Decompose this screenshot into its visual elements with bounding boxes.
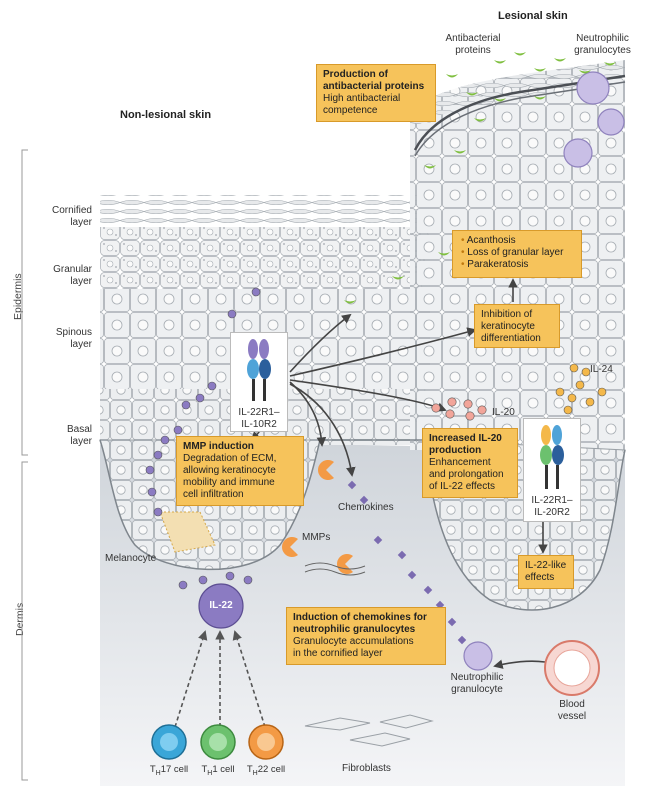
mmp-box-title: MMP induction [183,441,254,452]
antibacterial-box-body: High antibacterial competence [323,93,401,116]
th22-cell-label: TH22 cell [236,764,296,777]
neutrophilic-granulocytes-top-label: Neutrophilic granulocytes [574,33,631,56]
th17-sub: H [155,769,161,777]
th17-t: T [149,764,156,775]
acanthosis-list: Acanthosis Loss of granular layer Parake… [459,235,575,271]
th1-cell-label: TH1 cell [188,764,248,777]
loss-granular-item: Loss of granular layer [461,247,575,259]
neutrophilic-granulocyte-label: Neutrophilic granulocyte [450,672,504,695]
receptor-icon [247,339,271,401]
il20-box-body: Enhancement and prolongation of IL-22 ef… [429,457,504,492]
th1-rest: 1 cell [212,764,235,775]
mmp-box: MMP induction Degradation of ECM, allowi… [176,436,304,506]
il22-label: IL-22 [209,600,233,611]
receptor-1-label: IL-22R1– IL-10R2 [238,407,280,430]
mmp-box-body: Degradation of ECM, allowing keratinocyt… [183,453,277,500]
th1-sub: H [207,769,213,777]
th22-sub: H [252,769,258,777]
th17-rest: 17 cell [160,764,189,775]
antibacterial-box: Production of antibacterial proteins Hig… [316,64,436,122]
il24-label: IL-24 [590,364,613,375]
chemokines-box-body: Granulocyte accumulations in the cornifi… [293,636,414,659]
chemokines-label: Chemokines [338,502,394,513]
parakeratosis-item: Parakeratosis [461,259,575,271]
th1-t: T [201,764,208,775]
il20-box: Increased IL-20 production Enhancement a… [422,428,518,498]
antibacterial-proteins-label: Antibacterial proteins [445,33,501,56]
chemokines-box: Induction of chemokines for neutrophilic… [286,607,446,665]
blood-vessel-label: Blood vessel [557,699,587,722]
th22-rest: 22 cell [257,764,286,775]
inhibition-box-body: Inhibition of keratinocyte differentiati… [481,309,541,344]
inhibition-box: Inhibition of keratinocyte differentiati… [474,304,560,348]
lesional-skin-header: Lesional skin [498,10,568,22]
side-brackets [21,149,28,781]
th22-t: T [246,764,253,775]
il20-label: IL-20 [492,407,515,418]
il22-like-box: IL-22-like effects [518,555,574,589]
basal-layer-label: Basal layer [66,424,92,447]
granular-layer-label: Granular layer [53,264,92,287]
receptor-card-1: IL-22R1– IL-10R2 [230,332,288,432]
spinous-layer-label: Spinous layer [55,327,92,350]
th17-cell-label: TH17 cell [139,764,199,777]
receptor-2-label: IL-22R1– IL-20R2 [531,495,573,518]
mmps-label: MMPs [302,532,331,543]
il22-like-box-body: IL-22-like effects [525,560,567,583]
chemokines-box-title: Induction of chemokines for neutrophilic… [293,612,427,635]
non-lesional-skin-header: Non-lesional skin [120,109,212,121]
il20-box-title: Increased IL-20 production [429,433,502,456]
acanthosis-box: Acanthosis Loss of granular layer Parake… [452,230,582,278]
fibroblasts-label: Fibroblasts [342,763,391,774]
receptor-icon-2 [540,425,564,489]
acanthosis-item: Acanthosis [461,235,575,247]
receptor-card-2: IL-22R1– IL-20R2 [523,418,581,522]
antibacterial-box-title: Production of antibacterial proteins [323,69,425,92]
cornified-layer-label: Cornified layer [51,205,92,228]
melanocyte-label: Melanocyte [105,553,157,564]
